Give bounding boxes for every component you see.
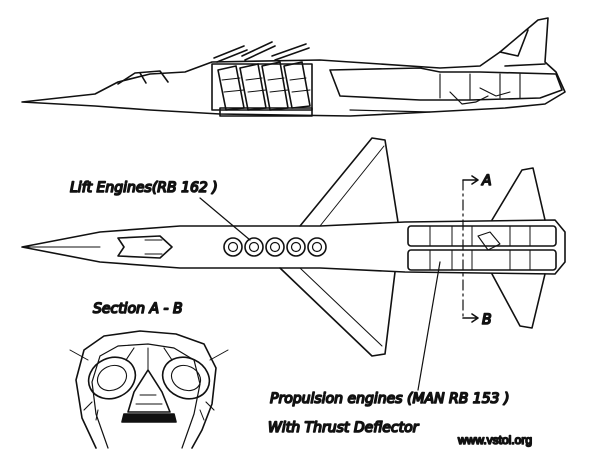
section-thrust-lines bbox=[69, 349, 229, 421]
side-lift-bay bbox=[211, 63, 313, 111]
plan-lift-engines bbox=[223, 237, 327, 257]
section-arrow-a bbox=[462, 175, 479, 185]
section-engine-right bbox=[161, 347, 215, 411]
side-canopy-frame bbox=[139, 72, 147, 84]
plan-wing-lower-edge bbox=[299, 267, 383, 347]
lift-engine-3 bbox=[265, 237, 285, 257]
side-tail-root bbox=[504, 63, 546, 67]
plan-canopy-inner bbox=[144, 239, 163, 255]
side-fuselage bbox=[21, 17, 566, 117]
side-lift-engines bbox=[217, 61, 311, 111]
section-arrow-b bbox=[462, 313, 479, 323]
thrust-deflector-label: With Thrust Deflector bbox=[268, 420, 420, 436]
propulsion-engine-upper bbox=[407, 225, 557, 247]
plan-wing-upper-edge bbox=[319, 145, 385, 227]
plan-propulsion-engines bbox=[407, 225, 557, 271]
propulsion-leader bbox=[417, 261, 441, 391]
plan-fuselage bbox=[21, 219, 566, 275]
lift-engine-2 bbox=[244, 237, 264, 257]
lift-engines-label: Lift Engines(RB 162 ) bbox=[70, 180, 218, 196]
side-propulsion-engines bbox=[329, 67, 563, 113]
plan-tail-lower bbox=[491, 273, 546, 329]
section-mark-a: A bbox=[481, 173, 492, 189]
section-engine-left bbox=[83, 347, 137, 411]
watermark: www.vstol.org bbox=[457, 433, 532, 447]
plan-wing-lower bbox=[279, 267, 396, 357]
lift-engine-5 bbox=[307, 237, 327, 257]
plan-canopy bbox=[117, 235, 173, 259]
lift-engines-leader bbox=[199, 197, 251, 241]
section-ab-label: Section A - B bbox=[93, 301, 183, 317]
plan-tail-upper bbox=[491, 167, 546, 221]
side-view bbox=[21, 17, 566, 117]
propulsion-engine-lower bbox=[407, 249, 557, 271]
side-canopy bbox=[117, 70, 169, 85]
propulsion-engines-label: Propulsion engines (MAN RB 153 ) bbox=[270, 391, 509, 407]
lift-engine-1 bbox=[223, 237, 243, 257]
section-duct-lines bbox=[135, 347, 163, 405]
plan-wing-upper bbox=[299, 137, 399, 227]
section-deflector bbox=[121, 413, 177, 423]
side-tail-fin bbox=[499, 29, 529, 57]
section-outer-body bbox=[75, 330, 217, 449]
lift-engine-4 bbox=[286, 237, 306, 257]
plan-view bbox=[21, 137, 566, 357]
section-center-duct bbox=[127, 369, 171, 413]
section-a-b-view bbox=[69, 330, 229, 449]
section-inner-body bbox=[91, 343, 201, 449]
section-mark-b: B bbox=[482, 312, 492, 328]
side-intake-doors bbox=[213, 41, 310, 63]
